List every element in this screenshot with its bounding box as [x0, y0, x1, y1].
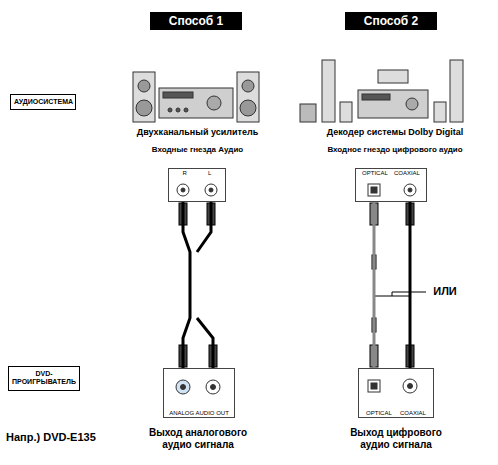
- jack-label: COAXIAL: [394, 170, 420, 176]
- jack-label: L: [208, 170, 211, 176]
- jack-panel: ANALOG AUDIO OUT: [163, 368, 235, 418]
- method-header: Способ 2: [345, 12, 437, 30]
- device-label-box: DVD-ПРОИГРЫВАТЕЛЬ: [8, 366, 80, 391]
- node-text: Способ 2: [364, 14, 419, 28]
- jack-label: COAXIAL: [400, 410, 426, 416]
- caption-label: Выход аналогового аудио сигнала: [142, 427, 254, 450]
- device-label-box: АУДИОСИСТЕМА: [10, 94, 76, 110]
- jack: [176, 184, 417, 394]
- jack-label: ANALOG AUDIO OUT: [169, 410, 229, 416]
- caption-label: Выход цифрового аудио сигнала: [344, 427, 448, 450]
- jack-panel: RL: [168, 168, 226, 202]
- caption-label: ИЛИ: [430, 285, 460, 298]
- caption-label: Входные гнезда Аудио: [115, 145, 280, 154]
- cable: [373, 202, 376, 368]
- or-bracket: [374, 292, 426, 296]
- jack-label: OPTICAL: [362, 170, 388, 176]
- decoder-illustration: [300, 60, 463, 122]
- cable: [183, 202, 190, 368]
- jack-label: OPTICAL: [366, 410, 392, 416]
- cable: [409, 202, 412, 368]
- caption-label: Напр.) DVD-E135: [6, 431, 116, 444]
- jack-label: R: [183, 170, 187, 176]
- method-header: Способ 1: [150, 12, 242, 30]
- cable-plug: [179, 203, 414, 367]
- caption-label: Декодер системы Dolby Digital: [300, 127, 490, 137]
- caption-label: Входное гнездо цифрового аудио: [300, 145, 490, 154]
- caption-label: Двухканальный усилитель: [115, 127, 280, 137]
- jack-panel: OPTICAL COAXIAL: [355, 168, 427, 202]
- amplifier-illustration: [133, 72, 259, 122]
- node-text: АУДИОСИСТЕМА: [14, 98, 73, 105]
- node-text: Способ 1: [169, 14, 224, 28]
- node-text: DVD-ПРОИГРЫВАТЕЛЬ: [12, 370, 76, 385]
- jack-panel: OPTICAL COAXIAL: [358, 368, 434, 418]
- cable-branch: [197, 202, 213, 368]
